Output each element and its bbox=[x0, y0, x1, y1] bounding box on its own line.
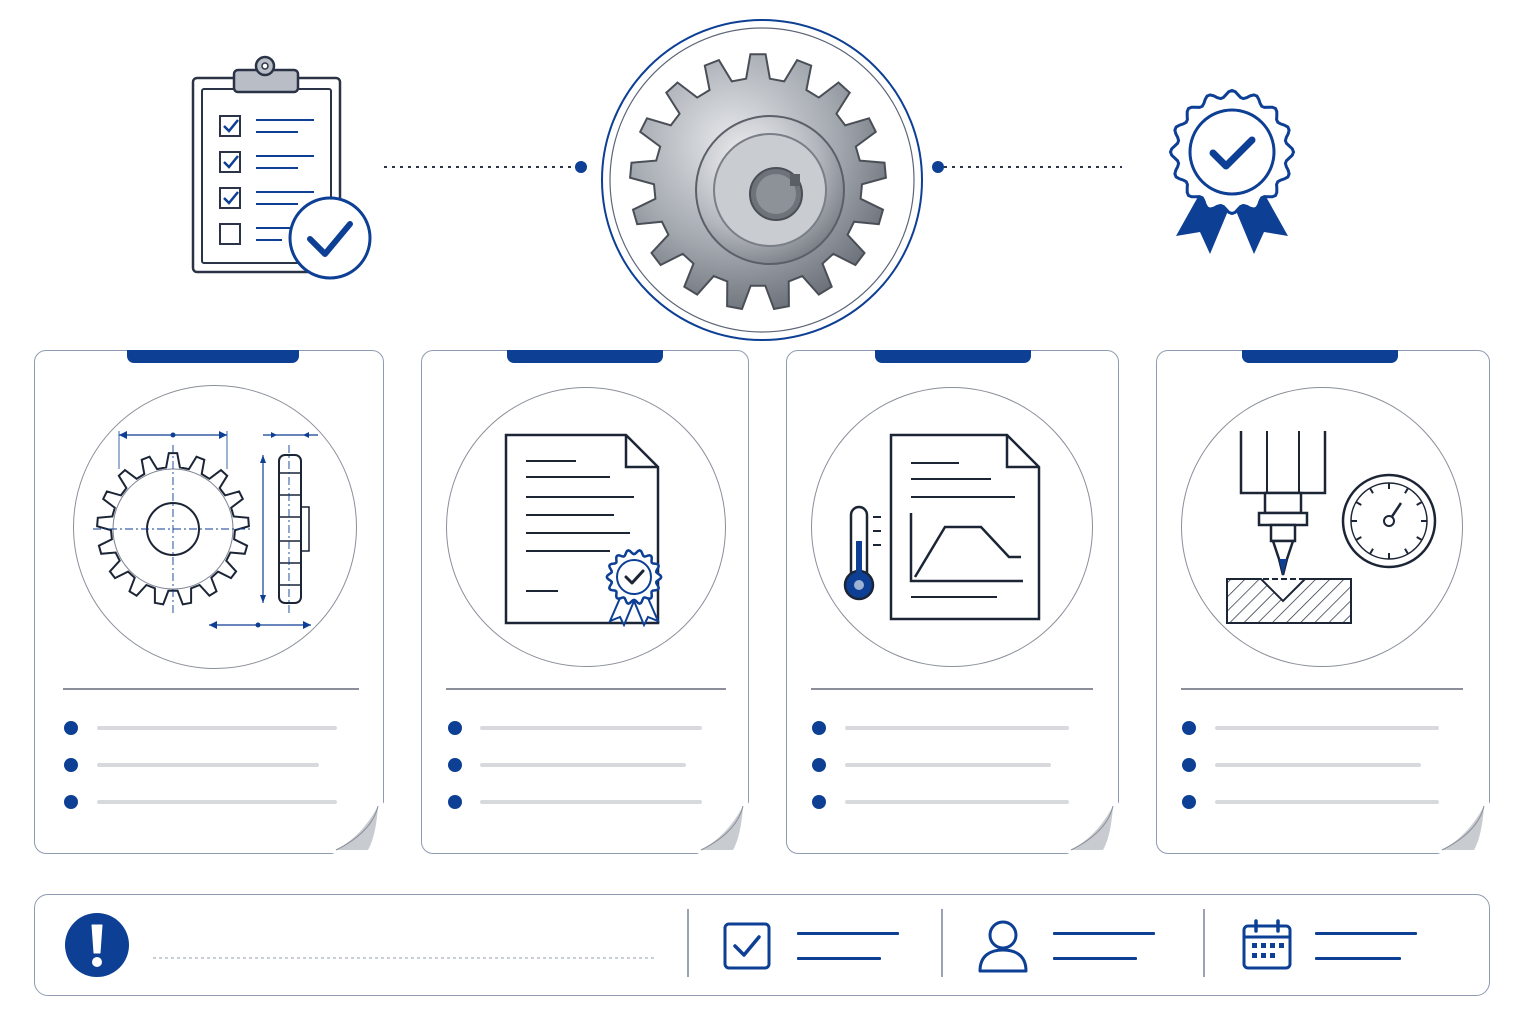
page-curl bbox=[1067, 802, 1119, 854]
dial-tick bbox=[1355, 536, 1362, 541]
page-curl bbox=[697, 802, 749, 854]
heat-treatment-report-icon bbox=[837, 431, 1047, 631]
card-gear-drawing bbox=[34, 350, 384, 854]
card-hardness-test bbox=[1156, 350, 1490, 854]
checklist-checked-item bbox=[219, 187, 314, 209]
dial-tick bbox=[1369, 548, 1374, 555]
connector-left bbox=[384, 160, 590, 174]
checklist-clipboard-icon bbox=[186, 52, 376, 284]
footer-line bbox=[1315, 932, 1417, 935]
bullet bbox=[1182, 795, 1196, 809]
card-divider bbox=[446, 688, 726, 690]
checklist-checked-item bbox=[219, 151, 314, 173]
calendar-icon bbox=[1241, 919, 1293, 971]
bullet bbox=[1182, 758, 1196, 772]
footer-line bbox=[797, 932, 899, 935]
award-ribbon-check-icon bbox=[1164, 86, 1300, 258]
bullet bbox=[448, 758, 462, 772]
checklist-checked-item bbox=[219, 115, 314, 137]
connector-right bbox=[930, 160, 1122, 174]
dial-tick bbox=[1369, 487, 1374, 494]
placeholder-line bbox=[97, 763, 319, 767]
exclamation-icon bbox=[63, 911, 131, 979]
footer-bar bbox=[34, 894, 1490, 996]
dial-tick bbox=[1404, 487, 1409, 494]
card-divider bbox=[1181, 688, 1463, 690]
hardness-test-icon bbox=[1225, 429, 1440, 629]
bullet bbox=[64, 795, 78, 809]
footer-line bbox=[1053, 932, 1155, 935]
checkbox-checked-icon bbox=[723, 922, 771, 970]
bullet bbox=[812, 758, 826, 772]
placeholder-line bbox=[845, 726, 1069, 730]
bullet bbox=[448, 721, 462, 735]
dial-tick bbox=[1355, 501, 1362, 506]
card-tab bbox=[507, 350, 663, 363]
certificate-document-icon bbox=[502, 431, 677, 631]
card-certificate bbox=[421, 350, 749, 854]
placeholder-line bbox=[480, 800, 702, 804]
bullet bbox=[1182, 721, 1196, 735]
dial-tick bbox=[1404, 548, 1409, 555]
bullet bbox=[812, 721, 826, 735]
card-divider bbox=[63, 688, 359, 690]
footer-note-placeholder bbox=[153, 957, 657, 959]
dial-tick bbox=[1416, 536, 1423, 541]
placeholder-line bbox=[1215, 763, 1421, 767]
page-curl bbox=[1438, 802, 1490, 854]
placeholder-line bbox=[480, 763, 686, 767]
placeholder-line bbox=[97, 800, 337, 804]
card-tab bbox=[127, 350, 299, 363]
card-tab bbox=[875, 350, 1031, 363]
footer-line bbox=[797, 957, 881, 960]
placeholder-line bbox=[845, 800, 1069, 804]
card-heat-treatment bbox=[786, 350, 1119, 854]
card-tab bbox=[1242, 350, 1398, 363]
bullet bbox=[448, 795, 462, 809]
page-curl bbox=[332, 802, 384, 854]
placeholder-line bbox=[1215, 726, 1439, 730]
dial-tick bbox=[1416, 501, 1423, 506]
card-divider bbox=[811, 688, 1093, 690]
footer-line bbox=[1053, 957, 1137, 960]
placeholder-line bbox=[480, 726, 702, 730]
footer-separator bbox=[1203, 909, 1205, 977]
placeholder-line bbox=[97, 726, 337, 730]
footer-separator bbox=[687, 909, 689, 977]
bullet bbox=[64, 758, 78, 772]
placeholder-line bbox=[1215, 800, 1439, 804]
bullet bbox=[812, 795, 826, 809]
placeholder-line bbox=[845, 763, 1051, 767]
bullet bbox=[64, 721, 78, 735]
user-icon bbox=[977, 919, 1029, 973]
footer-separator bbox=[941, 909, 943, 977]
footer-line bbox=[1315, 957, 1401, 960]
gear-technical-drawing-icon bbox=[93, 425, 343, 635]
sprocket-medallion bbox=[594, 16, 930, 344]
